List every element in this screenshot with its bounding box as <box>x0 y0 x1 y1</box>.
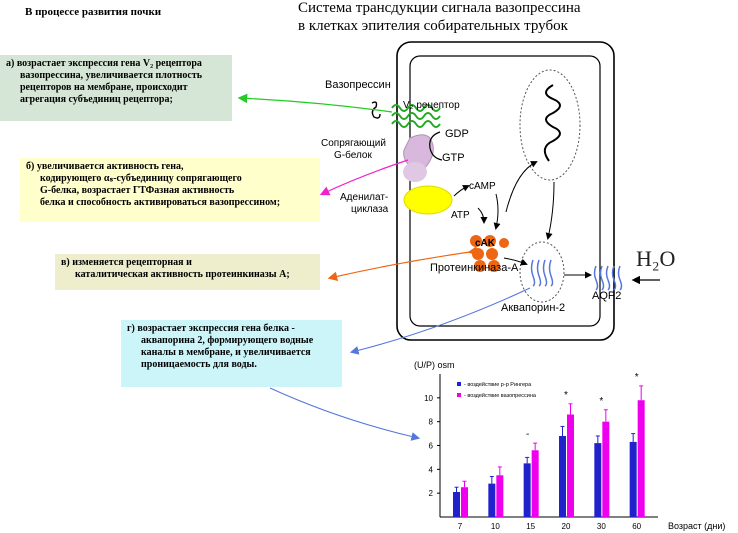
box-d-line: аквапорина 2, формирующего водные <box>141 335 314 346</box>
cak-label: cAK <box>475 238 496 249</box>
coupling-g-protein-label-2: G-белок <box>334 150 372 161</box>
main-title-line2: в клетках эпителия собирательных трубок <box>298 18 568 34</box>
aqp2-label: AQP2 <box>592 290 622 302</box>
blue-arrow-chart <box>269 387 421 441</box>
box-d-line: каналы в мембране, и увеличивается <box>141 347 311 358</box>
box-a-line: вазопрессина, увеличивается плотность <box>20 70 203 81</box>
x-tick-label: 10 <box>491 522 500 531</box>
atp-label: ATP <box>451 210 470 221</box>
box-a-line: а) возрастает экспрессия гена V₂ рецепто… <box>6 58 202 69</box>
y-tick-label: 4 <box>429 465 434 474</box>
y-axis-label: (U/P) osm <box>414 360 455 370</box>
bar <box>637 400 645 517</box>
bar <box>602 421 610 517</box>
box-d-line: проницаемость для воды. <box>141 359 257 370</box>
magenta-arrow <box>319 159 409 196</box>
bar <box>559 435 566 517</box>
box-c-line: в) изменяется рецепторная и <box>61 257 192 268</box>
green-arrow <box>237 93 393 113</box>
significance-mark: * <box>564 390 568 401</box>
aquaporin2-label: Аквапорин-2 <box>501 302 566 314</box>
significance-mark: * <box>599 396 603 407</box>
bar <box>496 475 504 517</box>
x-tick-label: 15 <box>526 522 535 531</box>
coupling-g-protein-label-1: Сопрягающий <box>321 138 386 149</box>
arrow-nucleus-vesicle <box>545 181 555 240</box>
box-b-line: белка и способность активироваться вазоп… <box>40 197 281 208</box>
gdp-gtp-bracket <box>429 131 443 161</box>
orange-arrow <box>327 246 478 282</box>
bar <box>594 443 602 517</box>
arrow-cak-nucleus <box>505 161 538 213</box>
g-protein-shape <box>403 134 434 171</box>
adenylate-cyclase-shape <box>403 185 453 215</box>
cak-cluster <box>470 235 509 272</box>
box-b-line: G-белка, возрастает ГТФазная активность <box>40 185 235 196</box>
bar-chart: 2 4 6 8 10 (U/P) osm - воздействие p-p Рингера… <box>414 360 725 531</box>
x-tick-label: 20 <box>562 522 571 531</box>
vesicle-outline <box>519 241 565 303</box>
legend-label: - воздействие p-p Рингера <box>464 381 532 388</box>
box-a-line: рецепторов на мембране, происходит <box>20 82 188 93</box>
cell-outer-membrane <box>396 41 615 341</box>
bar <box>453 491 460 517</box>
adenylate-cyclase-label-1: Аденилат- <box>340 192 389 203</box>
box-b-line: кодирующего αₛ-субъединицу сопрягающего <box>40 173 242 184</box>
box-d: г) возрастает экспрессия гена белка - ак… <box>121 320 342 387</box>
arrow-cyclase-camp <box>453 185 470 197</box>
arrow-cak-vesicle <box>503 257 528 266</box>
y-tick-label: 6 <box>429 442 434 451</box>
camp-label: cAMP <box>469 181 496 192</box>
bar <box>488 483 496 517</box>
x-tick-label: 30 <box>597 522 606 531</box>
box-b-line: б) увеличивается активность гена, <box>26 161 184 172</box>
box-b: б) увеличивается активность гена, кодиру… <box>20 158 320 222</box>
adenylate-cyclase-label-2: циклаза <box>351 204 389 215</box>
box-a: а) возрастает экспрессия гена V₂ рецепто… <box>0 55 232 121</box>
box-c: в) изменяется рецепторная и каталитическ… <box>55 254 320 290</box>
arrow-atp-camp <box>477 207 488 224</box>
y-tick-label: 10 <box>424 394 433 403</box>
aquaporin-vesicle-channels <box>530 259 554 287</box>
main-title-line1: Система трансдукции сигнала вазопрессина <box>298 0 581 16</box>
arrow-camp-cak <box>493 193 501 230</box>
box-c-line: каталитическая активность протеинкиназы … <box>75 269 290 280</box>
significance-mark: - <box>526 429 529 440</box>
x-tick-label: 60 <box>632 522 641 531</box>
protein-kinase-a-label: Протеинкиназа-А <box>430 262 519 274</box>
left-title: В процессе развития почки <box>25 6 162 18</box>
vasopressin-ligand <box>371 101 381 119</box>
legend-swatch <box>457 382 461 386</box>
bar <box>531 450 539 517</box>
bar <box>629 441 637 517</box>
bar <box>523 463 531 517</box>
x-tick-label: 7 <box>458 522 463 531</box>
box-d-line: г) возрастает экспрессия гена белка - <box>127 323 295 334</box>
gdp-label: GDP <box>445 128 469 140</box>
nucleus-outline <box>519 69 581 181</box>
g-protein-lower <box>403 162 427 182</box>
water-label: H₂O <box>636 246 676 271</box>
significance-mark: * <box>635 372 639 383</box>
aqp2-membrane-channel <box>593 265 623 291</box>
vasopressin-label: Вазопрессин <box>325 79 391 91</box>
legend-swatch <box>457 393 461 397</box>
bar <box>567 414 574 517</box>
box-a-line: агрегация субъединиц рецептора; <box>20 94 173 105</box>
bar <box>461 487 468 517</box>
v2-receptor-label: V₂ рецептор <box>403 100 460 111</box>
v2-receptor-coils <box>391 104 441 128</box>
x-axis-label: Возраст (дни) <box>668 521 725 531</box>
y-tick-label: 2 <box>429 489 434 498</box>
y-tick-label: 8 <box>429 418 434 427</box>
dna-helix <box>543 84 561 162</box>
gtp-label: GTP <box>442 152 465 164</box>
legend-label: - воздействие вазопрессина <box>464 392 537 399</box>
blue-arrow-cell <box>349 287 531 355</box>
